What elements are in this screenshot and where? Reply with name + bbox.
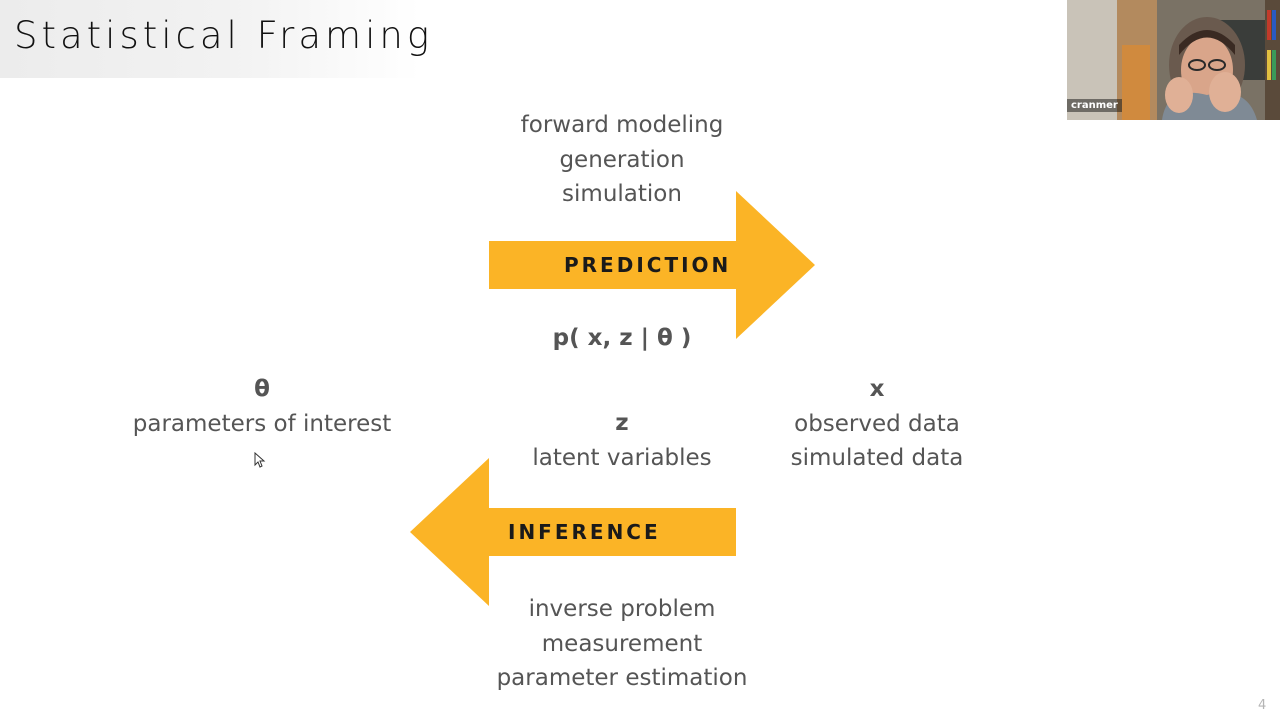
theta-symbol: θ	[254, 376, 270, 402]
mouse-cursor-icon	[254, 452, 266, 468]
theta-block: θ parameters of interest	[132, 372, 392, 441]
forward-line: simulation	[562, 181, 682, 207]
webcam-name-label: cranmer	[1067, 99, 1122, 112]
likelihood-formula: p( x, z | θ )	[552, 325, 692, 351]
inverse-line: inverse problem	[528, 596, 716, 622]
forward-modeling-text: forward modeling generation simulation	[502, 108, 742, 212]
inference-arrow	[410, 458, 736, 606]
latent-block: z latent variables	[522, 406, 722, 475]
slide-title: Statistical Framing	[14, 14, 434, 57]
title-band	[0, 0, 420, 78]
x-symbol: x	[869, 376, 885, 402]
observed-line: simulated data	[790, 445, 964, 471]
forward-line: forward modeling	[520, 112, 724, 138]
webcam-person-image	[1067, 0, 1280, 120]
latent-description: latent variables	[532, 444, 712, 471]
inverse-line: measurement	[541, 630, 703, 657]
page-number: 4	[1258, 698, 1267, 713]
observed-block: x observed data simulated data	[777, 372, 977, 476]
prediction-arrow	[489, 191, 815, 339]
inverse-line: parameter estimation	[496, 665, 748, 691]
inference-label: INFERENCE	[508, 520, 661, 544]
prediction-label: PREDICTION	[564, 253, 732, 277]
observed-line: observed data	[794, 410, 960, 437]
forward-line: generation	[559, 146, 685, 173]
webcam-video[interactable]	[1067, 0, 1280, 120]
z-symbol: z	[615, 410, 629, 436]
theta-description: parameters of interest	[132, 410, 392, 437]
inverse-problem-text: inverse problem measurement parameter es…	[482, 592, 762, 696]
